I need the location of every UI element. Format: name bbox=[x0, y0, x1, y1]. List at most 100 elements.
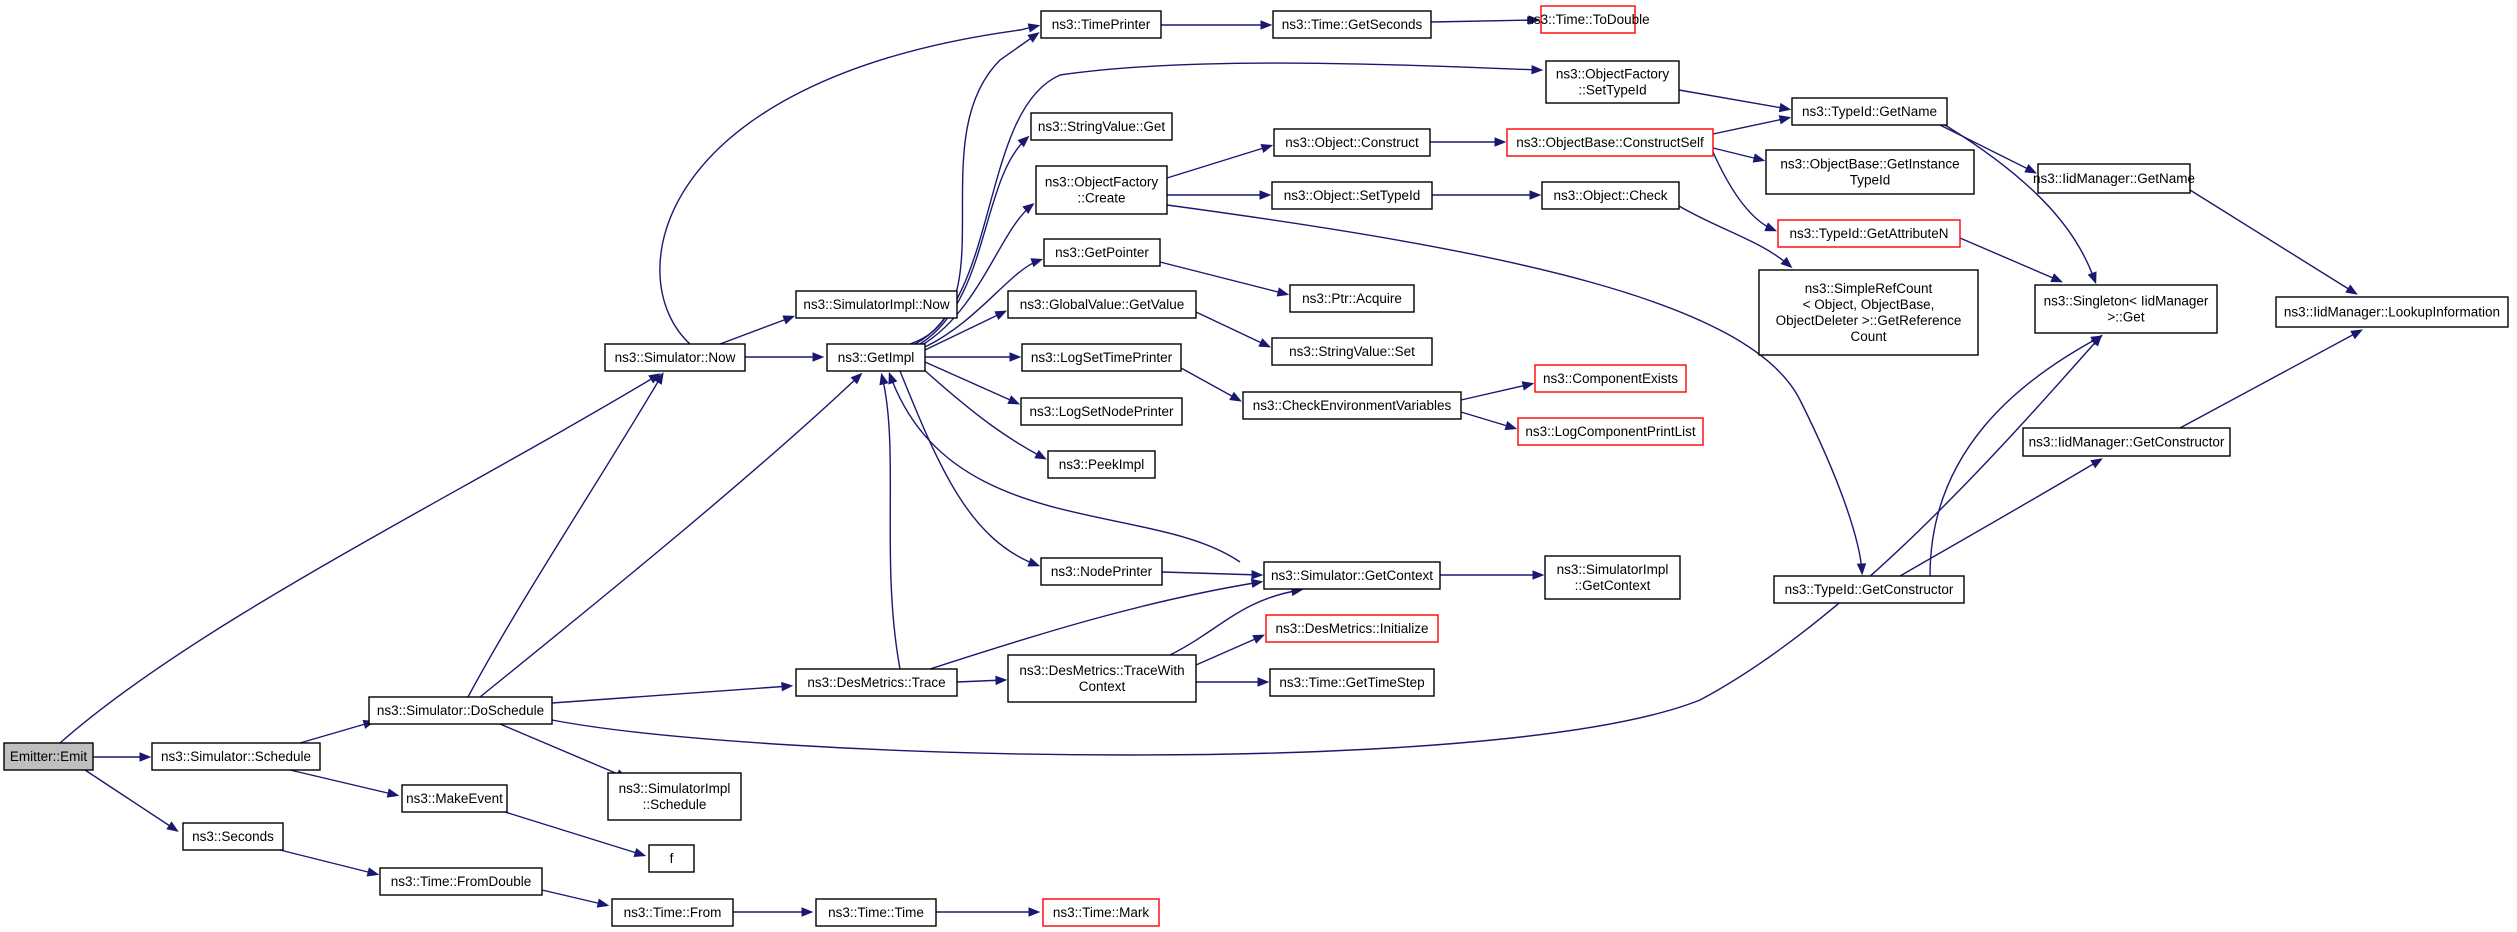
edge-objsettypeid-to-objcheck bbox=[1432, 190, 1542, 200]
arrowhead-icon bbox=[386, 788, 400, 798]
node-box bbox=[1242, 391, 1462, 420]
node-box bbox=[1289, 284, 1415, 313]
node-box bbox=[795, 290, 958, 319]
node-label: ns3::DesMetrics::TraceWith bbox=[1019, 663, 1184, 678]
node-checkenv[interactable]: ns3::CheckEnvironmentVariables bbox=[1242, 391, 1462, 420]
arrowhead-icon bbox=[2024, 163, 2037, 174]
node-typeidgetctor[interactable]: ns3::TypeId::GetConstructor bbox=[1773, 575, 1965, 604]
edge-gvgetvalue-to-strvalset bbox=[1195, 311, 1272, 348]
node-label: >::Get bbox=[2107, 310, 2144, 325]
node-objcheck[interactable]: ns3::Object::Check bbox=[1541, 181, 1680, 210]
node-objconstruct[interactable]: ns3::Object::Construct bbox=[1273, 128, 1431, 157]
node-box bbox=[1035, 165, 1168, 215]
node-dmtrace[interactable]: ns3::DesMetrics::Trace bbox=[795, 668, 958, 697]
arrowhead-icon bbox=[1028, 907, 1041, 917]
node-label: ns3::LogComponentPrintList bbox=[1525, 424, 1696, 439]
node-timegetstep[interactable]: ns3::Time::GetTimeStep bbox=[1269, 668, 1435, 697]
edge-nodeprinter-to-simgetctx bbox=[1161, 570, 1264, 580]
node-singletonget[interactable]: ns3::Singleton< IidManager>::Get bbox=[2034, 284, 2218, 334]
arrowhead-icon bbox=[1259, 190, 1272, 200]
node-fromdouble[interactable]: ns3::Time::FromDouble bbox=[379, 867, 543, 896]
node-objsettypeid[interactable]: ns3::Object::SetTypeId bbox=[1271, 181, 1433, 210]
edge-dosched-to-getimpl bbox=[479, 372, 863, 698]
node-label: ns3::SimpleRefCount bbox=[1805, 281, 1933, 296]
node-iidgetctor[interactable]: ns3::IidManager::GetConstructor bbox=[2022, 427, 2231, 457]
node-timetime[interactable]: ns3::Time::Time bbox=[815, 898, 937, 927]
node-logcompprint[interactable]: ns3::LogComponentPrintList bbox=[1517, 417, 1704, 446]
edge-getimpl-to-nodeprinter bbox=[899, 370, 1041, 567]
edge-line bbox=[1944, 124, 2096, 282]
node-label: ns3::TypeId::GetName bbox=[1802, 104, 1937, 119]
edge-typeidgetctor-to-singletonget bbox=[1929, 335, 2103, 577]
node-implgetctx[interactable]: ns3::SimulatorImpl::GetContext bbox=[1544, 555, 1681, 600]
node-box bbox=[1534, 364, 1687, 393]
node-obconstructself[interactable]: ns3::ObjectBase::ConstructSelf bbox=[1506, 128, 1714, 157]
node-label: ns3::Simulator::GetContext bbox=[1271, 568, 1433, 583]
node-nodeprinter[interactable]: ns3::NodePrinter bbox=[1040, 557, 1163, 586]
node-logsetnode[interactable]: ns3::LogSetNodePrinter bbox=[1020, 397, 1183, 426]
arrowhead-icon bbox=[1778, 115, 1792, 125]
arrowhead-icon bbox=[781, 681, 794, 692]
edge-line bbox=[1712, 117, 1789, 135]
node-timegetsec[interactable]: ns3::Time::GetSeconds bbox=[1272, 10, 1432, 39]
node-implnow[interactable]: ns3::SimulatorImpl::Now bbox=[795, 290, 958, 319]
arrowhead-icon bbox=[596, 898, 610, 908]
edge-line bbox=[1166, 145, 1271, 179]
edge-line bbox=[914, 62, 1541, 345]
node-strvalset[interactable]: ns3::StringValue::Set bbox=[1271, 337, 1433, 366]
node-timeprinter[interactable]: ns3::TimePrinter bbox=[1040, 10, 1162, 39]
node-label: < Object, ObjectBase, bbox=[1803, 297, 1935, 312]
edge-dmtrace-to-dmtracewith bbox=[956, 675, 1008, 686]
node-makeevent[interactable]: ns3::MakeEvent bbox=[401, 784, 508, 813]
node-getimpl[interactable]: ns3::GetImpl bbox=[826, 343, 926, 372]
node-f[interactable]: f bbox=[648, 844, 695, 873]
node-simnow[interactable]: ns3::Simulator::Now bbox=[604, 343, 746, 372]
edge-line bbox=[719, 316, 793, 345]
node-gvgetvalue[interactable]: ns3::GlobalValue::GetValue bbox=[1007, 290, 1197, 319]
node-box bbox=[1020, 397, 1183, 426]
edge-emit-to-simnow bbox=[59, 373, 661, 744]
node-label: ns3::SimulatorImpl bbox=[619, 781, 731, 796]
node-typeidgetname[interactable]: ns3::TypeId::GetName bbox=[1791, 97, 1948, 126]
arrowhead-icon bbox=[1250, 578, 1264, 589]
node-logsettime[interactable]: ns3::LogSetTimePrinter bbox=[1021, 343, 1182, 372]
node-seconds[interactable]: ns3::Seconds bbox=[182, 822, 284, 851]
node-box bbox=[1506, 128, 1714, 157]
node-peekimpl[interactable]: ns3::PeekImpl bbox=[1047, 450, 1156, 479]
node-label: ns3::ComponentExists bbox=[1543, 371, 1678, 386]
node-iidgetname[interactable]: ns3::IidManager::GetName bbox=[2033, 163, 2195, 194]
node-iidlookup[interactable]: ns3::IidManager::LookupInformation bbox=[2275, 296, 2509, 328]
node-getpointer[interactable]: ns3::GetPointer bbox=[1043, 238, 1161, 267]
edge-timetime-to-timemark bbox=[936, 907, 1041, 917]
node-ofsettypeid[interactable]: ns3::ObjectFactory::SetTypeId bbox=[1545, 60, 1680, 104]
node-timemark[interactable]: ns3::Time::Mark bbox=[1042, 898, 1160, 927]
node-dosched[interactable]: ns3::Simulator::DoSchedule bbox=[368, 696, 553, 725]
node-box bbox=[1541, 181, 1680, 210]
arrowhead-icon bbox=[1764, 222, 1778, 232]
node-ptracquire[interactable]: ns3::Ptr::Acquire bbox=[1289, 284, 1415, 313]
node-implsched[interactable]: ns3::SimulatorImpl::Schedule bbox=[607, 772, 742, 821]
node-box bbox=[611, 898, 734, 927]
node-sched[interactable]: ns3::Simulator::Schedule bbox=[151, 742, 321, 771]
node-typeidgetattr[interactable]: ns3::TypeId::GetAttributeN bbox=[1777, 219, 1961, 248]
node-compexists[interactable]: ns3::ComponentExists bbox=[1534, 364, 1687, 393]
node-timefrom[interactable]: ns3::Time::From bbox=[611, 898, 734, 927]
node-strvalget[interactable]: ns3::StringValue::Get bbox=[1030, 112, 1173, 141]
node-todouble[interactable]: ns3::Time::ToDouble bbox=[1526, 5, 1650, 34]
node-label: ns3::CheckEnvironmentVariables bbox=[1253, 398, 1452, 413]
node-simgetctx[interactable]: ns3::Simulator::GetContext bbox=[1263, 561, 1441, 590]
node-label: ns3::TypeId::GetConstructor bbox=[1785, 582, 1954, 597]
node-dminit[interactable]: ns3::DesMetrics::Initialize bbox=[1265, 614, 1439, 643]
node-simplerefcount[interactable]: ns3::SimpleRefCount< Object, ObjectBase,… bbox=[1758, 269, 1979, 356]
edge-line bbox=[1939, 124, 2035, 173]
edge-getpointer-to-ptracquire bbox=[1159, 261, 1290, 297]
arrowhead-icon bbox=[812, 352, 825, 362]
node-box bbox=[604, 343, 746, 372]
arrowhead-icon bbox=[1752, 153, 1766, 163]
node-box bbox=[1040, 557, 1163, 586]
edge-line bbox=[2179, 330, 2361, 429]
node-ofcreate[interactable]: ns3::ObjectFactory::Create bbox=[1035, 165, 1168, 215]
edge-line bbox=[1430, 19, 1538, 23]
